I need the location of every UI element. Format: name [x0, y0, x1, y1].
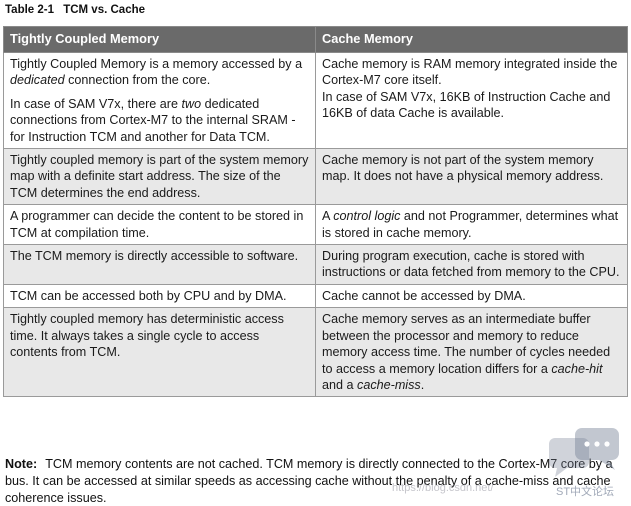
table-cell-tcm: Tightly coupled memory has deterministic… — [3, 307, 316, 398]
text-span: A — [322, 209, 334, 224]
emphasis-text: dedicated — [10, 73, 65, 88]
table-cell-tcm: TCM can be accessed both by CPU and by D… — [3, 283, 316, 309]
text-span: Tightly Coupled Memory is a memory acces… — [10, 57, 303, 71]
column-header-tcm: Tightly Coupled Memory — [3, 26, 316, 53]
watermark-brand: ST中文论坛 — [556, 486, 615, 498]
table-row: The TCM memory is directly accessible to… — [3, 244, 628, 285]
table-caption: Table 2-1 TCM vs. Cache — [5, 4, 145, 16]
emphasis-text: cache-hit — [551, 361, 603, 376]
table-row: Tightly Coupled Memory is a memory acces… — [3, 51, 628, 150]
table-cell-tcm: A programmer can decide the content to b… — [3, 204, 316, 246]
text-span: and not Programmer, determines what is s… — [322, 209, 619, 240]
text-span: Cache memory serves as an intermediate b… — [322, 312, 611, 376]
note-label: Note: — [5, 457, 38, 471]
table-header-row: Tightly Coupled Memory Cache Memory — [3, 26, 628, 53]
table-cell-cache: Cache memory is RAM memory integrated in… — [315, 51, 628, 150]
cell-line: Cache memory is RAM memory integrated in… — [322, 57, 618, 88]
table-row: Tightly coupled memory has deterministic… — [3, 307, 628, 398]
cell-paragraph: Tightly Coupled Memory is a memory acces… — [10, 56, 309, 89]
emphasis-text: control logic — [333, 209, 401, 224]
table-cell-cache: During program execution, cache is store… — [315, 244, 628, 285]
table-cell-cache: Cache memory is not part of the system m… — [315, 148, 628, 206]
note-paragraph: Note:TCM memory contents are not cached.… — [5, 456, 625, 506]
column-header-cache: Cache Memory — [315, 26, 628, 53]
comparison-table: Tightly Coupled Memory Cache Memory Tigh… — [3, 26, 628, 398]
text-span: and a — [322, 377, 358, 392]
text-span: In case of SAM V7x, there are — [10, 96, 182, 111]
text-span: . — [420, 377, 425, 392]
table-number: Table 2-1 — [5, 4, 54, 16]
text-span: connection from the core. — [64, 73, 211, 88]
table-cell-tcm: Tightly coupled memory is part of the sy… — [3, 148, 316, 206]
table-row: TCM can be accessed both by CPU and by D… — [3, 283, 628, 309]
table-cell-tcm: The TCM memory is directly accessible to… — [3, 244, 316, 285]
forum-logo-icon — [549, 428, 619, 477]
table-row: A programmer can decide the content to b… — [3, 204, 628, 246]
table-cell-cache: A control logic and not Programmer, dete… — [315, 204, 628, 246]
text-span: dedicated connections from Cortex-M7 to … — [10, 96, 296, 144]
cell-paragraph: In case of SAM V7x, there are two dedica… — [10, 96, 309, 145]
cell-line: In case of SAM V7x, 16KB of Instruction … — [322, 89, 611, 121]
table-title: TCM vs. Cache — [63, 4, 146, 16]
table-cell-cache: Cache memory serves as an intermediate b… — [315, 307, 628, 398]
emphasis-text: cache-miss — [357, 377, 421, 392]
note-text: TCM memory contents are not cached. TCM … — [5, 457, 613, 505]
table-row: Tightly coupled memory is part of the sy… — [3, 148, 628, 206]
table-cell-tcm: Tightly Coupled Memory is a memory acces… — [3, 51, 316, 150]
watermark-url: https://blog.csdn.net/ — [392, 482, 494, 494]
emphasis-text: two — [181, 96, 202, 111]
table-cell-cache: Cache cannot be accessed by DMA. — [315, 283, 628, 309]
